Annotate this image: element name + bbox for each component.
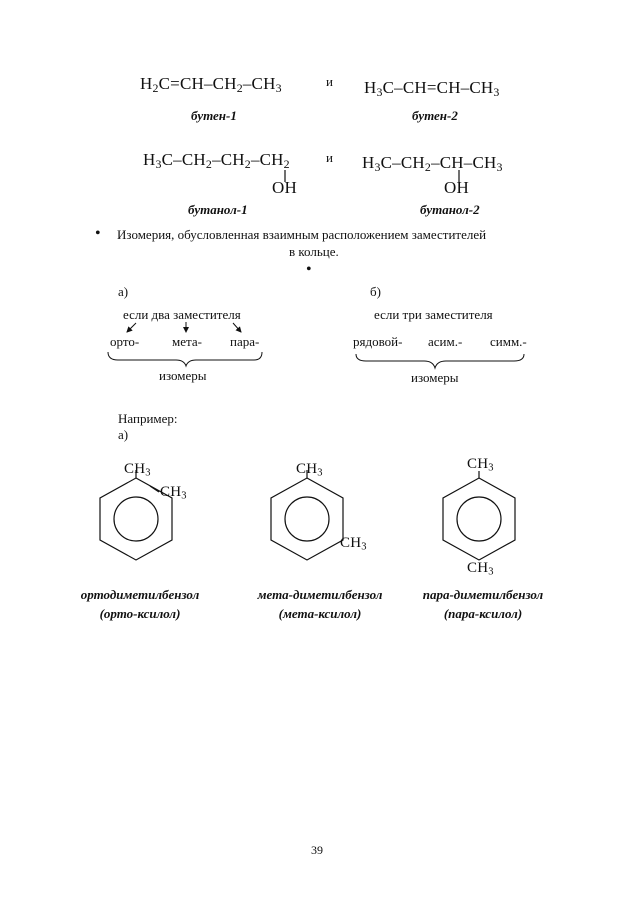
ortho-ch3-top: CH3 xyxy=(124,461,151,479)
isomerism-text-line1: Изомерия, обусловленная взаимным располо… xyxy=(117,227,487,242)
label-b: б) xyxy=(370,284,381,299)
meta-caption-line2: (мета-ксилол) xyxy=(278,606,362,621)
ortho-ch3-side: CH3 xyxy=(160,484,187,502)
butanol-1-formula: H3C–CH2–CH2–CH2 xyxy=(143,150,290,171)
para-caption-line1: пара-диметилбензол xyxy=(422,587,544,602)
ortho-arrow xyxy=(126,322,137,333)
asim-label: асим.- xyxy=(428,334,463,349)
para-caption-line2: (пара-ксилол) xyxy=(443,606,523,621)
meta-ch3-top: CH3 xyxy=(296,461,323,479)
right-brace xyxy=(355,353,525,370)
butanol-1-oh: OH xyxy=(272,178,297,197)
left-brace xyxy=(107,351,263,368)
benzene-ring-ortho xyxy=(99,470,173,561)
simm-label: симм.- xyxy=(490,334,527,349)
butanol-2-formula: H3C–CH2–CH–CH3 xyxy=(362,153,503,174)
meta-ch3-side: CH3 xyxy=(340,535,367,553)
meta-caption-line1: мета-диметилбензол xyxy=(257,587,383,602)
benzene-ring-meta xyxy=(270,470,344,561)
three-substituents-text: если три заместителя xyxy=(374,307,493,322)
meta-label: мета- xyxy=(172,334,202,349)
benzene-ring-para xyxy=(442,471,516,561)
butene-2-caption: бутен-2 xyxy=(412,108,458,123)
label-a: а) xyxy=(118,284,129,299)
example-sub-label: а) xyxy=(118,427,129,442)
ortho-caption-line1: ортодиметилбензол xyxy=(80,587,200,602)
butene-1-caption: бутен-1 xyxy=(191,108,237,123)
conjunction-and-2: и xyxy=(326,150,333,165)
ortho-caption: ортодиметилбензол (орто-ксилол) xyxy=(60,587,220,622)
para-caption: пара-диметилбензол (пара-ксилол) xyxy=(403,587,563,622)
isomers-right-label: изомеры xyxy=(411,370,459,385)
meta-caption: мета-диметилбензол (мета-ксилол) xyxy=(240,587,400,622)
butanol-2-oh: OH xyxy=(444,178,469,197)
para-label: пара- xyxy=(230,334,260,349)
butene-1-formula: H2C=CH–CH2–CH3 xyxy=(140,74,282,95)
example-label: Например: xyxy=(118,411,178,426)
bullet-dot-2: • xyxy=(306,261,312,278)
isomers-left-label: изомеры xyxy=(159,368,207,383)
para-arrow xyxy=(232,322,242,333)
isomerism-text-line2: в кольце. xyxy=(289,244,339,259)
page-number: 39 xyxy=(311,843,323,857)
bullet-dot-1: • xyxy=(95,225,101,242)
butanol-2-caption: бутанол-2 xyxy=(420,202,480,217)
two-substituents-text: если два заместителя xyxy=(123,307,241,322)
ortho-label: орто- xyxy=(110,334,140,349)
ortho-caption-line2: (орто-ксилол) xyxy=(99,606,181,621)
conjunction-and-1: и xyxy=(326,74,333,89)
butanol-1-caption: бутанол-1 xyxy=(188,202,248,217)
para-ch3-top: CH3 xyxy=(467,456,494,474)
ryad-label: рядовой- xyxy=(353,334,403,349)
para-ch3-bottom: CH3 xyxy=(467,560,494,578)
butene-2-formula: H3C–CH=CH–CH3 xyxy=(364,78,500,99)
